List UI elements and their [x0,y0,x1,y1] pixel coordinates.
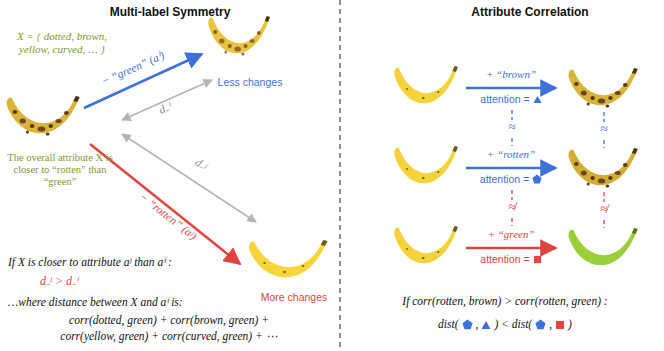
text-label: If X is closer to attribute aʲ than aⁱ : [8,256,244,269]
text-label: ≉ [599,202,608,217]
symbol-row: dist(, ) < dist(,) [438,318,572,331]
text-label: dist( [438,318,458,331]
pentagon-symbol [462,319,473,330]
text-label: Multi-label Symmetry [60,6,280,20]
text-label: corr(yellow, green) + corr(curved, green… [4,330,334,343]
triangle-symbol [533,95,542,104]
text-label: ) [568,318,572,331]
triangle-symbol [481,320,491,330]
square-symbol [555,320,565,330]
text-label: , [476,318,479,331]
text-label: ≈ [599,122,608,137]
text-label: ≉ [507,200,516,215]
text-label: The overall attribute X is closer to “ro… [0,152,120,188]
text-label: ≈ [507,120,516,135]
pentagon-symbol [532,174,542,184]
text-label: attention = [480,93,529,105]
text-label: corr(dotted, green) + corr(brown, green)… [4,314,334,327]
text-label: If corr(rotten, brown) > corr(rotten, gr… [350,295,660,308]
square-symbol [533,255,542,264]
text-label: Attribute Correlation [420,6,640,20]
text-label: Less changes [210,76,290,88]
text-label: attention = [480,173,529,185]
text-label: + “rotten” [466,148,556,161]
text-label: , [549,318,552,331]
pentagon-symbol [535,319,546,330]
text-label: d₋ⁱ [149,96,182,120]
text-label: ) < dist( [494,318,532,331]
text-label: attention = [480,253,529,265]
text-label: …where distance between X and aⁱ is: [8,296,248,309]
text-label: X = { dotted, brown, yellow, curved, … } [2,30,122,55]
text-label: d₋ʲ > d₋ⁱ [40,275,160,289]
symbol-row: attention = [480,253,541,265]
text-label: More changes [252,291,336,303]
text-label: d₋ʲ [185,151,217,178]
text-label: + “brown” [466,68,556,81]
symbol-row: attention = [480,173,542,185]
symbol-row: attention = [480,93,541,105]
text-label: + “green” [466,228,556,241]
